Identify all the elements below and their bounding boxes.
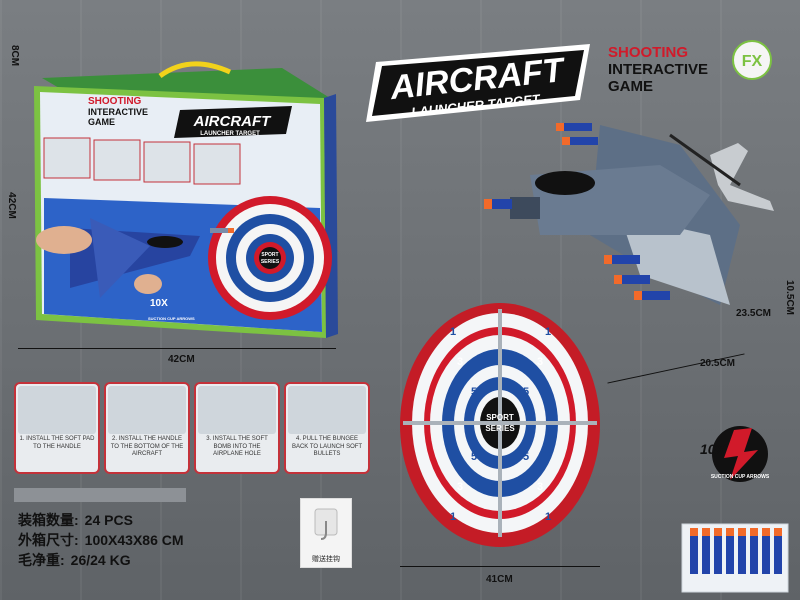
- step-1-text: 1. INSTALL THE SOFT PAD TO THE HANDLE: [19, 436, 95, 450]
- svg-text:SPORT: SPORT: [261, 252, 278, 258]
- step-2-image: [108, 386, 186, 434]
- tagline: SHOOTING INTERACTIVE GAME: [608, 44, 728, 95]
- dim-box-width: 42CM: [168, 354, 195, 365]
- hook-icon: [314, 508, 338, 540]
- step-2: 2. INSTALL THE HANDLE TO THE BOTTOM OF T…: [104, 382, 190, 474]
- step-4-text: 4. PULL THE BUNGEE BACK TO LAUNCH SOFT B…: [291, 436, 363, 457]
- grey-bar: [14, 488, 186, 502]
- step-4-image: [288, 386, 366, 434]
- tagline-line2: INTERACTIVE: [608, 61, 709, 78]
- svg-text:1: 1: [545, 326, 551, 338]
- target-board: SPORT SERIES 1 3 5 5 3 1 1 3 5 5 3 1: [395, 295, 605, 570]
- brand-logo: FX: [732, 40, 772, 80]
- dim-box-side: 42CM: [5, 192, 17, 219]
- suction-badge: 10X SUCTION CUP ARROWS: [690, 418, 790, 488]
- step-1: 1. INSTALL THE SOFT PAD TO THE HANDLE: [14, 382, 100, 474]
- svg-text:FX: FX: [742, 53, 763, 70]
- svg-text:SUCTION CUP ARROWS: SUCTION CUP ARROWS: [711, 474, 770, 480]
- darts-pack: [680, 520, 790, 595]
- hook-card: 赠送挂钩: [300, 498, 352, 568]
- svg-text:SHOOTING: SHOOTING: [88, 96, 142, 107]
- dim-line: [18, 348, 336, 349]
- svg-text:AIRCRAFT: AIRCRAFT: [193, 113, 272, 130]
- hook-label: 赠送挂钩: [312, 556, 340, 563]
- svg-text:3: 3: [457, 356, 463, 368]
- svg-text:SERIES: SERIES: [485, 424, 515, 433]
- spec-weight: 毛净重:26/24 KG: [18, 552, 131, 568]
- svg-text:5: 5: [523, 386, 529, 398]
- plane-product: [480, 115, 780, 315]
- svg-text:1: 1: [545, 511, 551, 523]
- svg-text:3: 3: [537, 356, 543, 368]
- step-2-text: 2. INSTALL THE HANDLE TO THE BOTTOM OF T…: [110, 436, 184, 457]
- dim-plane-depth: 23.5CM: [736, 308, 772, 319]
- svg-text:5: 5: [471, 386, 477, 398]
- svg-text:5: 5: [471, 451, 477, 463]
- dim-line-target: [400, 566, 600, 567]
- spec-quantity: 装箱数量:24 PCS: [18, 512, 133, 528]
- svg-text:GAME: GAME: [88, 117, 115, 127]
- svg-text:1: 1: [450, 511, 456, 523]
- svg-text:SERIES: SERIES: [261, 259, 280, 265]
- dim-target-width: 41CM: [486, 574, 513, 585]
- svg-text:10X: 10X: [150, 298, 168, 309]
- svg-text:3: 3: [457, 481, 463, 493]
- step-3-text: 3. INSTALL THE SOFT BOMB INTO THE AIRPLA…: [206, 436, 268, 457]
- product-box: SPORT SERIES SHOOTING INTERACTIVE GAME A…: [30, 58, 340, 343]
- tagline-line1: SHOOTING: [608, 44, 689, 61]
- spec-carton-size: 外箱尺寸:100X43X86 CM: [18, 532, 184, 548]
- step-3-image: [198, 386, 276, 434]
- step-3: 3. INSTALL THE SOFT BOMB INTO THE AIRPLA…: [194, 382, 280, 474]
- dim-plane-length: 20.5CM: [700, 358, 736, 369]
- tagline-line3: GAME: [608, 78, 653, 95]
- step-1-image: [18, 386, 96, 434]
- svg-text:3: 3: [537, 481, 543, 493]
- svg-text:10X: 10X: [700, 441, 727, 457]
- svg-text:5: 5: [523, 451, 529, 463]
- svg-text:SUCTION CUP ARROWS: SUCTION CUP ARROWS: [148, 316, 195, 321]
- svg-text:SPORT: SPORT: [486, 413, 514, 422]
- step-4: 4. PULL THE BUNGEE BACK TO LAUNCH SOFT B…: [284, 382, 370, 474]
- dim-plane-height: 10.5CM: [784, 279, 796, 316]
- title-logo: AIRCRAFT LAUNCHER TARGET: [358, 38, 598, 130]
- dim-box-height: 8CM: [9, 44, 21, 67]
- svg-text:INTERACTIVE: INTERACTIVE: [88, 107, 148, 117]
- svg-text:1: 1: [450, 326, 456, 338]
- svg-text:LAUNCHER TARGET: LAUNCHER TARGET: [200, 131, 260, 137]
